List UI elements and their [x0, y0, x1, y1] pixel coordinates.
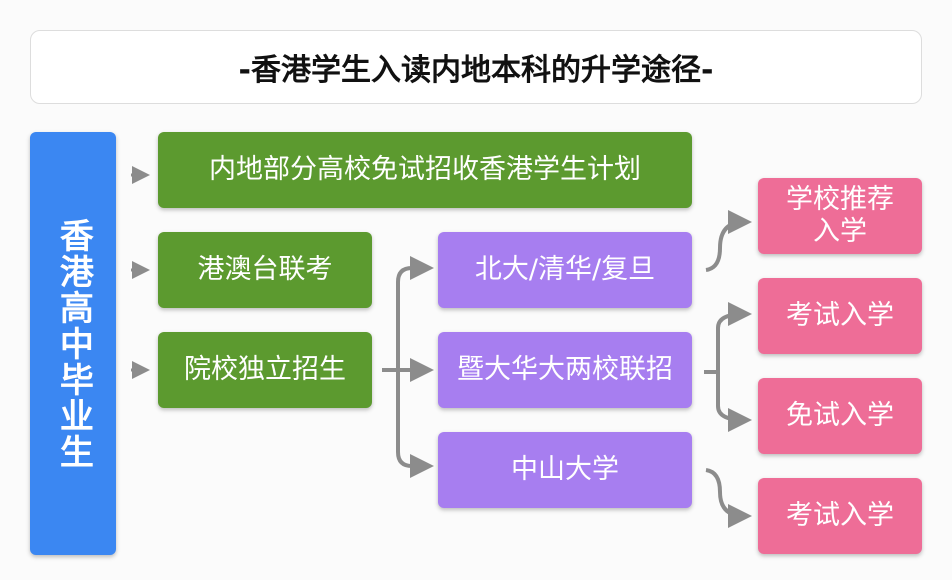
- school-jinan-huaqiao: 暨大华大两校联招: [438, 332, 692, 408]
- school-pku-thu-fudan: 北大/清华/复旦: [438, 232, 692, 308]
- school-sysu: 中山大学: [438, 432, 692, 508]
- connector-arrow: [704, 302, 752, 374]
- connector-arrow: [396, 370, 434, 478]
- route-exempt-plan: 内地部分高校免试招收香港学生计划: [158, 132, 692, 208]
- method-exam-2: 考试入学: [758, 478, 922, 554]
- route-independent: 院校独立招生: [158, 332, 372, 408]
- route-joint-exam: 港澳台联考: [158, 232, 372, 308]
- connector-arrow: [705, 468, 752, 528]
- connector-arrow: [705, 210, 752, 272]
- method-recommend-label: 学校推荐入学: [786, 183, 894, 247]
- method-exam-1: 考试入学: [758, 278, 922, 354]
- root-label: 香港高中毕业生: [53, 217, 94, 470]
- page-title: -香港学生入读内地本科的升学途径-: [30, 30, 922, 104]
- root-node: 香港高中毕业生: [30, 132, 116, 555]
- connector-arrow: [396, 256, 434, 370]
- method-exempt: 免试入学: [758, 378, 922, 454]
- method-recommend: 学校推荐入学: [758, 178, 922, 254]
- connector-arrow: [716, 372, 752, 432]
